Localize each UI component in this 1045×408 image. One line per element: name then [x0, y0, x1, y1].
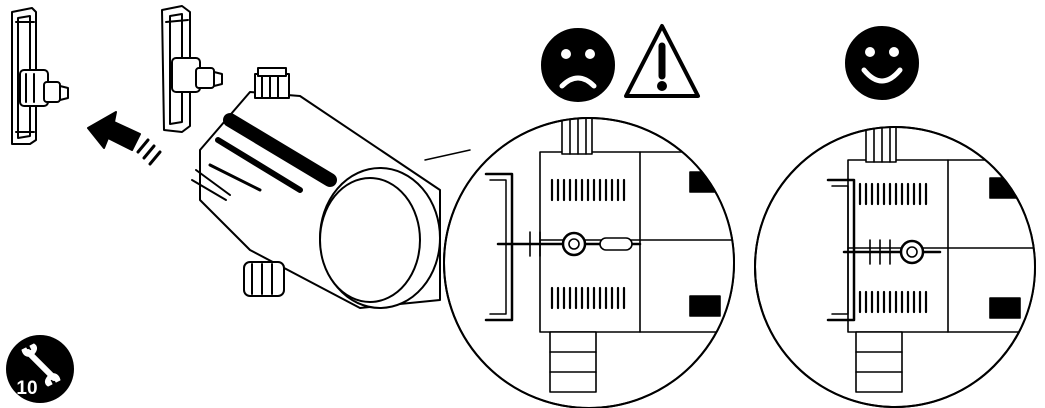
detail-correct-mounting [754, 126, 1036, 408]
sad-face-icon [541, 28, 615, 102]
tool-size-label: 10 [16, 378, 38, 399]
wrench-icon [6, 335, 74, 403]
device-body [191, 67, 441, 309]
mounting-bracket-middle [161, 5, 223, 133]
arrow-left-icon [87, 111, 162, 166]
callout-line [424, 149, 471, 161]
mounting-bracket-left [11, 7, 69, 145]
smiley-face-icon [845, 26, 919, 100]
warning-triangle-icon [624, 24, 700, 98]
detail-wrong-mounting [443, 117, 735, 408]
